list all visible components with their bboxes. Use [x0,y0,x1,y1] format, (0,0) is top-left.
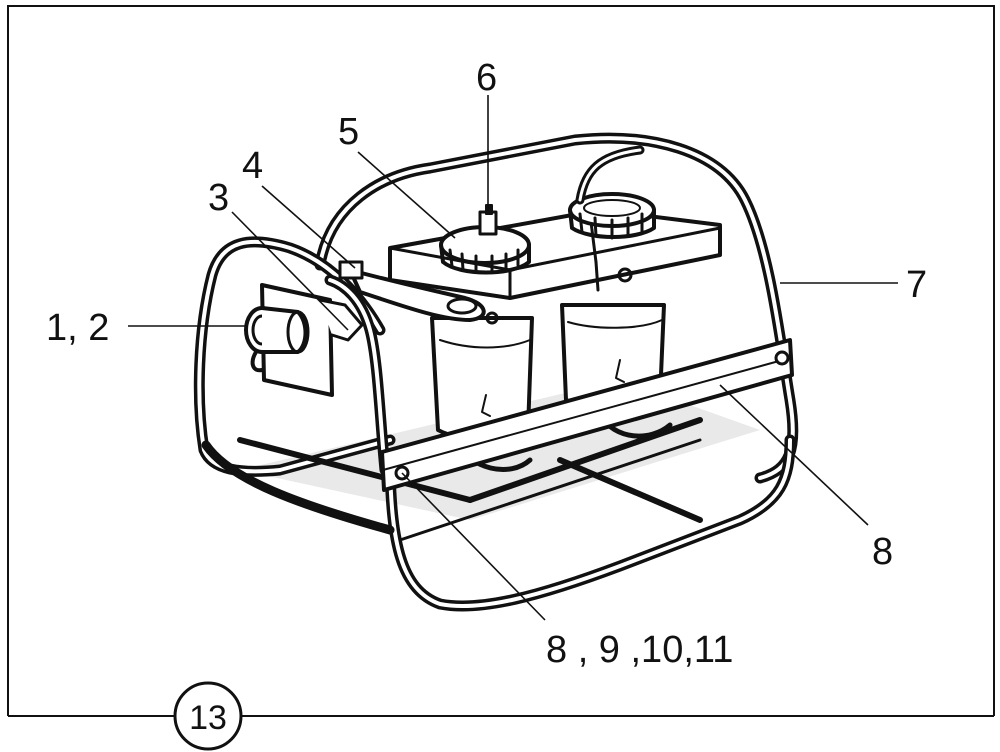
callout-4: 4 [242,145,263,187]
leader-3 [231,211,349,331]
callout-8: 8 [872,531,893,573]
filter-canister-left [430,316,534,441]
callout-7: 7 [906,264,927,306]
callout-1-2: 1, 2 [46,307,109,349]
leader-lines [128,95,898,621]
pump-illustration [193,132,799,612]
callout-8-9-10-11: 8 , 9 ,10,11 [546,629,733,671]
filter-cap-right [568,192,656,240]
figure-number-badge: 13 [173,681,243,751]
vent-screw [478,204,498,236]
callout-3: 3 [208,177,229,219]
handle-lever [338,260,486,322]
leader-4 [261,185,356,269]
callout-5: 5 [338,111,359,153]
leader-8-9-10-11 [401,472,546,621]
callout-labels: 1, 2 3 4 5 6 7 8 8 , 9 ,10,11 [46,57,927,671]
figure-frame [7,5,995,716]
coupling-plate [244,283,364,397]
filter-cap-left [439,225,531,275]
callout-6: 6 [476,57,497,99]
front-cross-bar [380,338,794,492]
leader-8 [719,384,869,526]
figure-number: 13 [189,699,227,737]
leader-5 [357,151,456,239]
